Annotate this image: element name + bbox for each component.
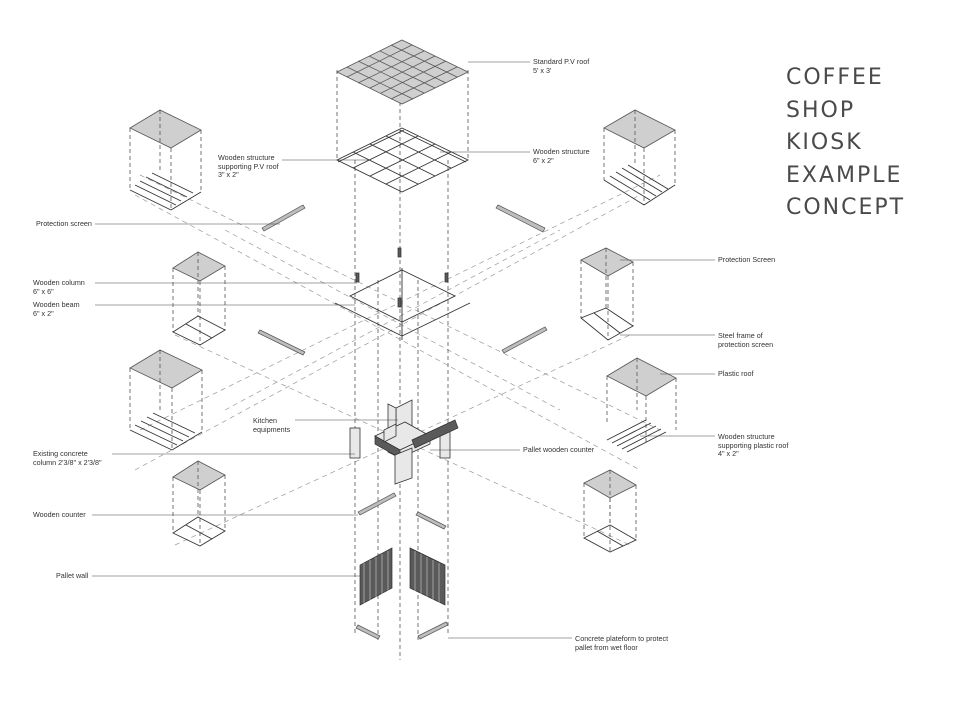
label-steel-frame: Steel frame of protection screen [718,331,774,349]
wooden-beam-frame [334,247,471,340]
right-top-module [603,109,676,206]
title-line: COFFEE [786,65,884,90]
left-middle-module [172,251,226,346]
label-existing-column: Existing concrete column 2'3/8" x 2'3/8" [33,449,102,467]
right-bottom-module [583,469,637,553]
label-wooden-column: Wooden column 6" x 6" [33,278,85,296]
left-top-module [129,109,202,211]
title-line: SHOP [786,97,856,123]
label-protection-screen-right: Protection Screen [718,255,776,264]
pallet-wall-pieces [359,547,446,606]
central-vertical-guides [336,70,469,660]
right-screen-module [580,247,634,341]
label-wooden-structure: Wooden structure 6" x 2" [533,147,590,165]
leader-lines [92,61,715,639]
wooden-structure-grid [335,127,470,193]
title-line: CONCEPT [786,195,906,220]
title-line: EXAMPLE [786,162,903,188]
isometric-guide-lines [134,174,661,546]
kitchen-counter-assembly [349,399,459,485]
label-standard-pv-roof: Standard P.V roof 5' x 3' [533,57,590,75]
page-title: COFFEE SHOP KIOSK EXAMPLE CONCEPT [786,62,956,225]
label-protection-screen-left: Protection screen [36,219,92,228]
label-pallet-counter: Pallet wooden counter [523,445,595,454]
label-wooden-structure-plastic: Wooden structure supporting plastic roof… [718,432,789,458]
wooden-counter-pieces [355,492,449,640]
title-line: KIOSK [786,130,863,155]
label-kitchen-equipments: Kitchen equipments [253,416,291,434]
right-plastic-module [606,357,677,453]
label-wooden-beam: Wooden beam 6" x 2" [33,300,80,318]
label-pallet-wall: Pallet wall [56,571,89,580]
protection-screen-bars [257,204,548,356]
label-concrete-platform: Concrete plateform to protect pallet fro… [575,634,669,652]
left-bottom-module [172,460,226,547]
standard-pv-roof [336,39,469,105]
left-plastic-module [129,349,203,451]
label-wooden-structure-pv: Wooden structure supporting P.V roof 3" … [218,153,279,179]
label-wooden-counter: Wooden counter [33,510,86,519]
label-plastic-roof: Plastic roof [718,369,754,378]
